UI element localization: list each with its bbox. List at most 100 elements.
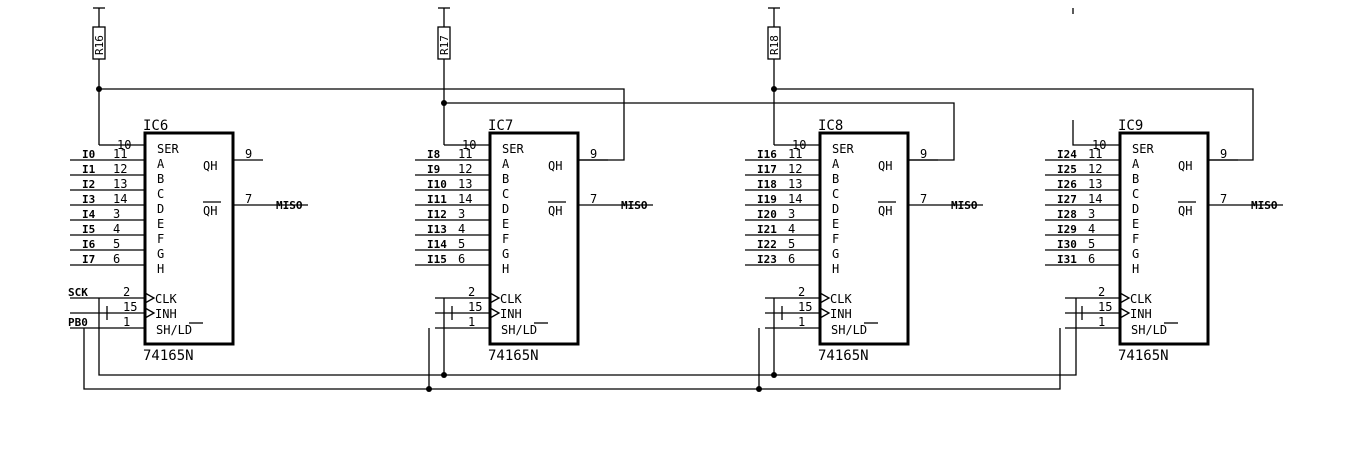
pin-number: 9 — [245, 147, 252, 161]
chip-part: 74165N — [143, 348, 194, 364]
pin-number: 10 — [462, 138, 476, 152]
input-net-label: I29 — [1057, 223, 1077, 236]
pin-number: 10 — [792, 138, 806, 152]
pin-label: SH/LD — [1131, 323, 1167, 337]
pin-label: G — [157, 247, 164, 261]
pin-number: 6 — [1088, 252, 1095, 266]
pin-label: H — [832, 262, 839, 276]
serial-chain-wire — [774, 88, 1254, 161]
input-net-label: I23 — [757, 253, 777, 266]
pin-label: G — [1132, 247, 1139, 261]
pin-number: 7 — [245, 192, 252, 206]
miso-net-label: MISO — [951, 199, 978, 212]
pin-number: 7 — [590, 192, 597, 206]
pin-label: C — [1132, 187, 1139, 201]
input-net-label: I21 — [757, 223, 777, 236]
input-net-label: I14 — [427, 238, 447, 251]
pin-number: 2 — [468, 285, 475, 299]
chip-part: 74165N — [488, 348, 539, 364]
serial-chain-wire — [444, 102, 955, 161]
pin-number: 6 — [113, 252, 120, 266]
pin-label: C — [157, 187, 164, 201]
pin-label: G — [502, 247, 509, 261]
input-net-label: I26 — [1057, 178, 1077, 191]
pin-label: D — [1132, 202, 1139, 216]
pin-number: 12 — [458, 162, 472, 176]
pin-label: QH — [548, 204, 562, 218]
pin-number: 2 — [1098, 285, 1105, 299]
pin-number: 5 — [113, 237, 120, 251]
pin-number: 14 — [113, 192, 127, 206]
junction-dot — [441, 372, 447, 378]
pin-number: 4 — [113, 222, 120, 236]
pin-number: 12 — [788, 162, 802, 176]
input-net-label: I19 — [757, 193, 777, 206]
pin-number: 7 — [920, 192, 927, 206]
pin-number: 6 — [458, 252, 465, 266]
pin-number: 2 — [123, 285, 130, 299]
resistor-label: R17 — [438, 35, 451, 55]
miso-net-label: MISO — [276, 199, 303, 212]
clock-triangle — [489, 307, 501, 319]
pin-label: D — [157, 202, 164, 216]
pin-label: CLK — [500, 292, 522, 306]
pin-label: F — [157, 232, 164, 246]
input-net-label: I9 — [427, 163, 440, 176]
pin-label: H — [502, 262, 509, 276]
pin-number: 13 — [1088, 177, 1102, 191]
pin-number: 3 — [113, 207, 120, 221]
junction-dot — [96, 86, 102, 92]
input-net-label: I31 — [1057, 253, 1077, 266]
serial-chain-wire — [1072, 120, 1090, 146]
pin-label: C — [502, 187, 509, 201]
pin-number: 4 — [1088, 222, 1095, 236]
pin-number: 3 — [788, 207, 795, 221]
pin-label: B — [502, 172, 509, 186]
ctrl-net-label: SCK — [68, 286, 88, 299]
pin-number: 15 — [468, 300, 482, 314]
pin-number: 1 — [798, 315, 805, 329]
pin-number: 15 — [1098, 300, 1112, 314]
chip-body — [488, 131, 580, 346]
pin-label: QH — [203, 159, 217, 173]
input-net-label: I20 — [757, 208, 777, 221]
input-net-label: I7 — [82, 253, 95, 266]
pin-label: B — [1132, 172, 1139, 186]
pin-number: 11 — [458, 147, 472, 161]
input-net-label: I8 — [427, 148, 440, 161]
input-net-label: I11 — [427, 193, 447, 206]
junction-dot — [756, 386, 762, 392]
pin-label: SH/LD — [156, 323, 192, 337]
miso-net-label: MISO — [621, 199, 648, 212]
pin-number: 1 — [123, 315, 130, 329]
input-net-label: I10 — [427, 178, 447, 191]
pin-label: INH — [1130, 307, 1152, 321]
input-net-label: I13 — [427, 223, 447, 236]
pin-label: B — [832, 172, 839, 186]
clock-triangle — [1119, 307, 1131, 319]
input-net-label: I4 — [82, 208, 96, 221]
pin-number: 3 — [1088, 207, 1095, 221]
pin-label: INH — [500, 307, 522, 321]
pin-number: 3 — [458, 207, 465, 221]
chip-body — [143, 131, 235, 346]
pin-number: 14 — [788, 192, 802, 206]
pin-number: 12 — [1088, 162, 1102, 176]
input-net-label: I2 — [82, 178, 95, 191]
ctrl-net-label: PB0 — [68, 316, 88, 329]
input-net-label: I6 — [82, 238, 96, 251]
clock-triangle — [1119, 292, 1131, 304]
pin-label: H — [1132, 262, 1139, 276]
pin-number: 1 — [1098, 315, 1105, 329]
chip-part: 74165N — [1118, 348, 1169, 364]
pin-label: A — [832, 157, 840, 171]
input-net-label: I3 — [82, 193, 95, 206]
clock-triangle — [819, 292, 831, 304]
input-net-label: I22 — [757, 238, 777, 251]
junction-dot — [771, 86, 777, 92]
pin-number: 1 — [468, 315, 475, 329]
pin-label: E — [1132, 217, 1139, 231]
serial-chain-wire — [99, 88, 625, 161]
input-net-label: I15 — [427, 253, 447, 266]
